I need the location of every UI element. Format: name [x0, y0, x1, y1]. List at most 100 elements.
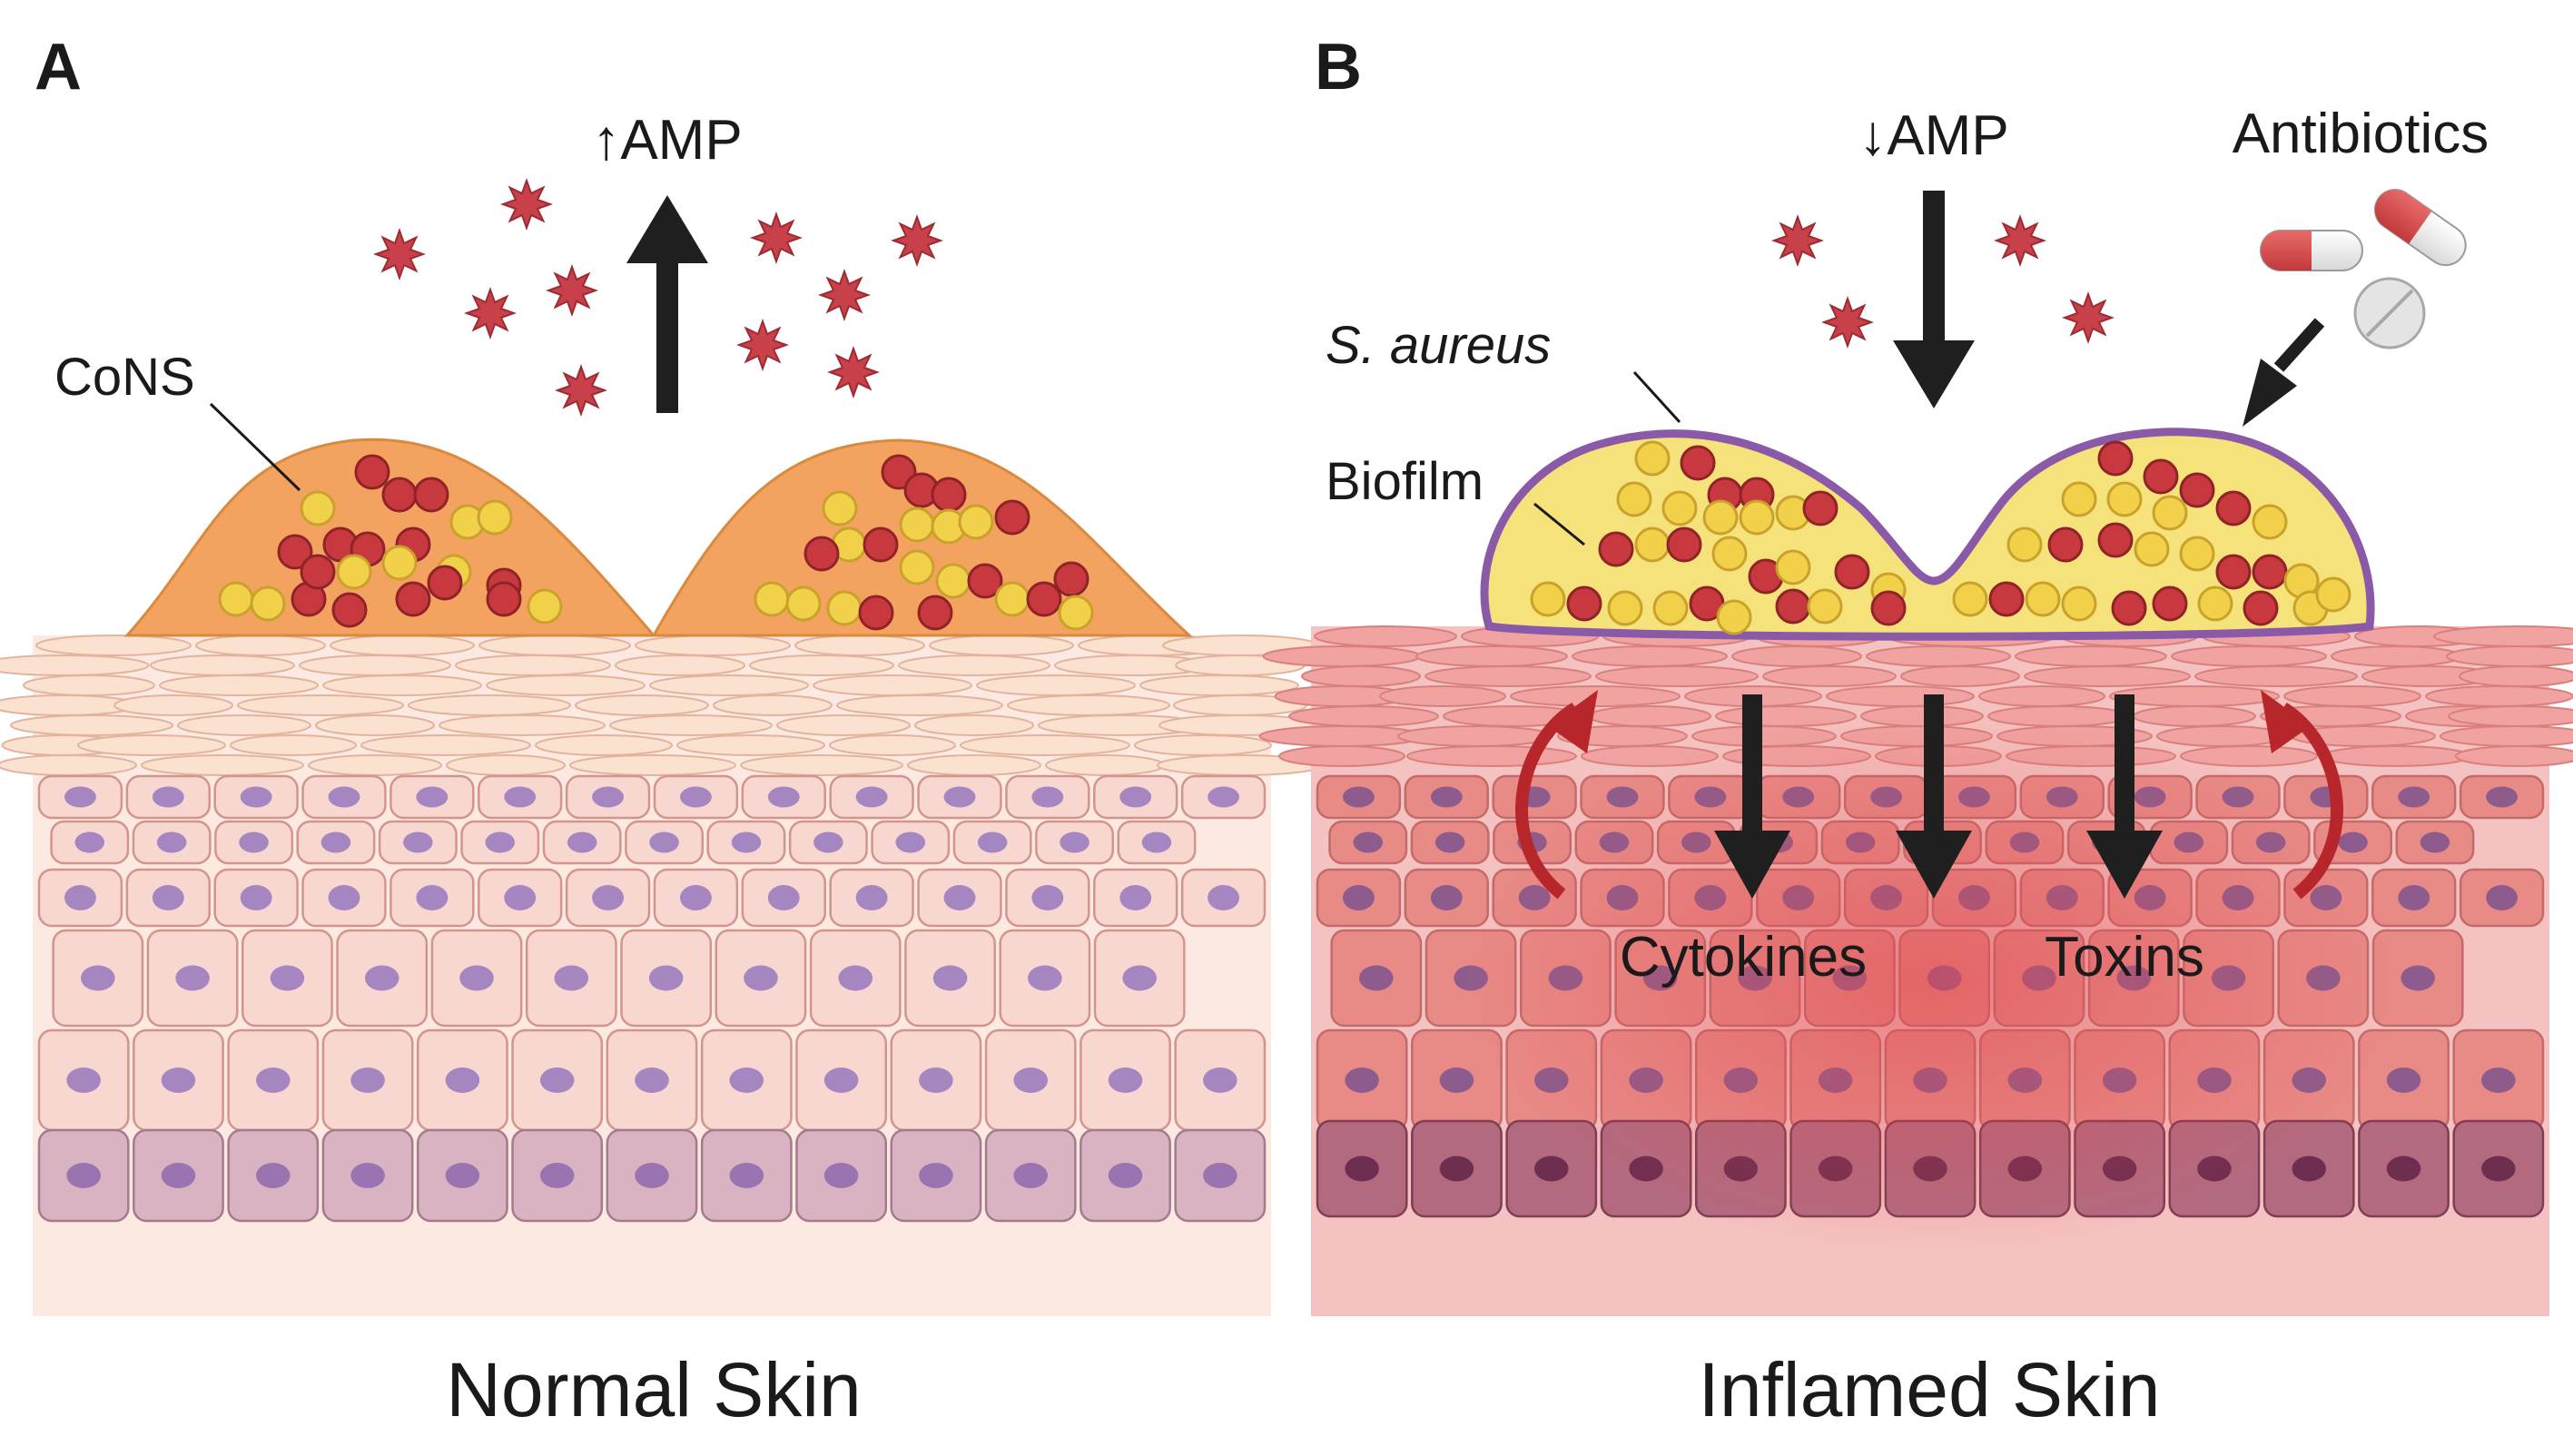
- bacterium-red: [333, 594, 366, 626]
- nucleus: [1060, 832, 1089, 853]
- bacterium-red: [356, 456, 389, 488]
- nucleus: [271, 966, 305, 991]
- amp-molecule: [548, 267, 596, 314]
- normal-skin-caption: Normal Skin: [446, 1347, 861, 1432]
- bacterium-red: [1804, 492, 1837, 525]
- bacterium-yellow: [901, 551, 933, 584]
- bacterium-yellow: [1636, 442, 1669, 475]
- s-aureus-leader-line: [1634, 372, 1680, 422]
- amp-molecule: [739, 321, 786, 369]
- nucleus: [567, 832, 597, 853]
- bacterium-red: [2113, 592, 2145, 625]
- nucleus: [162, 1163, 196, 1188]
- nucleus: [1435, 832, 1465, 853]
- amp-molecule: [557, 367, 605, 414]
- corneum-flake: [1763, 666, 1896, 686]
- panel-a-normal-skin: A ↑AMP CoNS Normal Skin: [0, 31, 1323, 1432]
- nucleus: [1028, 966, 1062, 991]
- corneum-flake: [2449, 706, 2573, 726]
- corneum-flake: [479, 635, 630, 655]
- corneum-flake: [439, 715, 605, 735]
- nucleus: [329, 787, 360, 808]
- corneum-flake: [238, 695, 403, 715]
- nucleus: [459, 966, 494, 991]
- nucleus: [2486, 787, 2518, 808]
- amp-molecule: [893, 217, 941, 264]
- bacterium-red: [429, 566, 461, 599]
- bacterium-red: [415, 478, 448, 511]
- bacterium-yellow: [996, 583, 1029, 615]
- nucleus: [838, 966, 872, 991]
- nucleus: [555, 966, 589, 991]
- bacterium-red: [2154, 587, 2186, 620]
- nucleus: [350, 1163, 385, 1188]
- bacterium-yellow: [787, 587, 820, 620]
- nucleus: [256, 1163, 291, 1188]
- nucleus: [1119, 885, 1151, 910]
- nucleus: [1013, 1067, 1048, 1093]
- cons-colony-left: [127, 439, 654, 635]
- nucleus: [1122, 966, 1157, 991]
- nucleus: [350, 1067, 385, 1093]
- bacterium-red: [1055, 563, 1088, 595]
- nucleus: [2420, 832, 2450, 853]
- bacterium-red: [383, 478, 416, 511]
- corneum-flake: [1407, 746, 1576, 766]
- bacterium-yellow: [2026, 583, 2059, 615]
- bacterium-red: [2049, 528, 2082, 561]
- nucleus: [680, 787, 712, 808]
- bacterium-yellow: [2108, 483, 2141, 516]
- bacterium-yellow: [301, 492, 334, 525]
- nucleus: [446, 1067, 480, 1093]
- nucleus: [403, 832, 433, 853]
- bacterium-yellow: [1636, 528, 1669, 561]
- corneum-flake: [1732, 646, 1861, 666]
- bacterium-yellow: [478, 501, 511, 534]
- nucleus: [153, 885, 184, 910]
- bacterium-yellow: [1532, 583, 1564, 615]
- corneum-flake: [777, 715, 910, 735]
- corneum-flake: [741, 755, 902, 775]
- nucleus: [1013, 1163, 1048, 1188]
- bacterium-red: [397, 583, 429, 615]
- nucleus: [744, 966, 778, 991]
- bacterium-red: [2181, 474, 2213, 507]
- bacterium-red: [864, 528, 897, 561]
- corneum-flake: [2322, 746, 2469, 766]
- bacterium-red: [932, 478, 965, 511]
- corneum-flake: [1589, 706, 1710, 726]
- corneum-flake: [750, 655, 893, 675]
- nucleus: [540, 1067, 575, 1093]
- toxins-label: Toxins: [2045, 926, 2204, 989]
- nucleus: [241, 885, 272, 910]
- nucleus: [1534, 1156, 1569, 1182]
- nucleus: [635, 1163, 669, 1188]
- corneum-flake: [409, 695, 570, 715]
- nucleus: [592, 885, 624, 910]
- corneum-flake: [1901, 666, 2019, 686]
- bacterium-yellow: [901, 508, 933, 541]
- nucleus: [416, 885, 448, 910]
- panel-b-inflamed-skin: B ↓AMP Antibiotics S. aureus Biofilm Cyt…: [1260, 31, 2573, 1432]
- amp-molecule: [503, 181, 550, 228]
- corneum-flake: [196, 635, 325, 655]
- bacterium-red: [2144, 460, 2177, 493]
- nucleus: [540, 1163, 575, 1188]
- nucleus: [2398, 787, 2430, 808]
- bacterium-red: [1990, 583, 2023, 615]
- bacterium-red: [1668, 528, 1701, 561]
- bacterium-red: [2244, 592, 2277, 625]
- nucleus: [81, 966, 115, 991]
- corneum-flake: [2434, 626, 2573, 646]
- nucleus: [1345, 1067, 1379, 1093]
- corneum-flake: [178, 715, 311, 735]
- bacterium-red: [919, 596, 951, 629]
- nucleus: [730, 1163, 764, 1188]
- antibiotic-pill-capsule-horizontal: [2261, 231, 2362, 271]
- biofilm-label: Biofilm: [1326, 452, 1484, 511]
- corneum-flake: [2110, 686, 2279, 706]
- panel-b-letter: B: [1315, 31, 1362, 103]
- bacterium-yellow: [2135, 533, 2168, 566]
- corneum-flake: [2331, 646, 2460, 666]
- bacterium-yellow: [1704, 501, 1737, 534]
